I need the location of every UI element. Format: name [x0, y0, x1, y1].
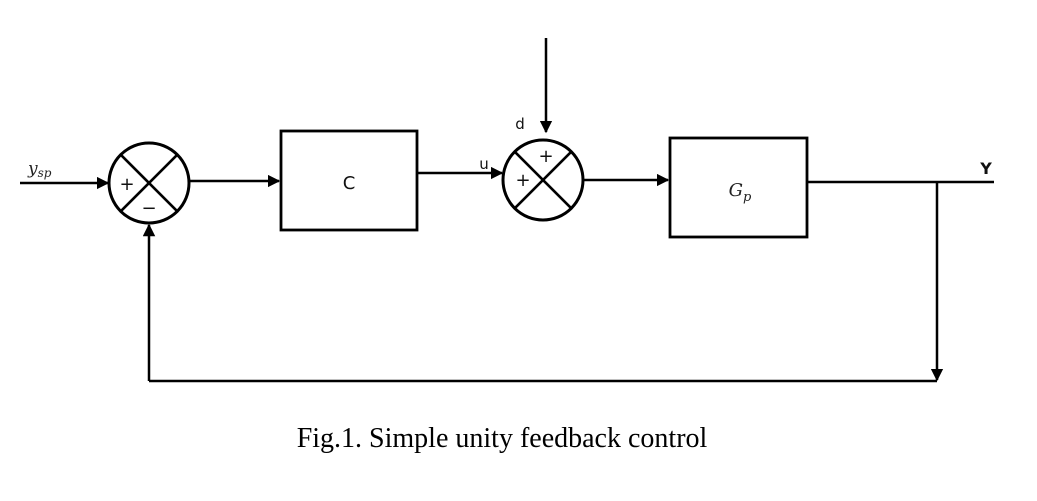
- controller-label: C: [343, 173, 356, 194]
- sj2-left-sign: +: [515, 170, 530, 191]
- sj1-left-sign: +: [119, 174, 134, 195]
- figure-caption: Fig.1. Simple unity feedback control: [297, 423, 708, 454]
- plant-label: Gp: [729, 180, 752, 205]
- control-signal-label: u: [479, 155, 489, 173]
- sj2-top-sign: +: [538, 146, 553, 167]
- controller-block: C: [279, 129, 419, 232]
- output-label: Y: [979, 159, 992, 178]
- summing-junction-1: + −: [107, 141, 191, 225]
- input-label: ysp: [27, 159, 52, 180]
- plant-block: Gp: [668, 136, 809, 239]
- sj1-bottom-sign: −: [141, 198, 156, 219]
- disturbance-label: d: [515, 115, 525, 133]
- summing-junction-2: + +: [501, 138, 585, 222]
